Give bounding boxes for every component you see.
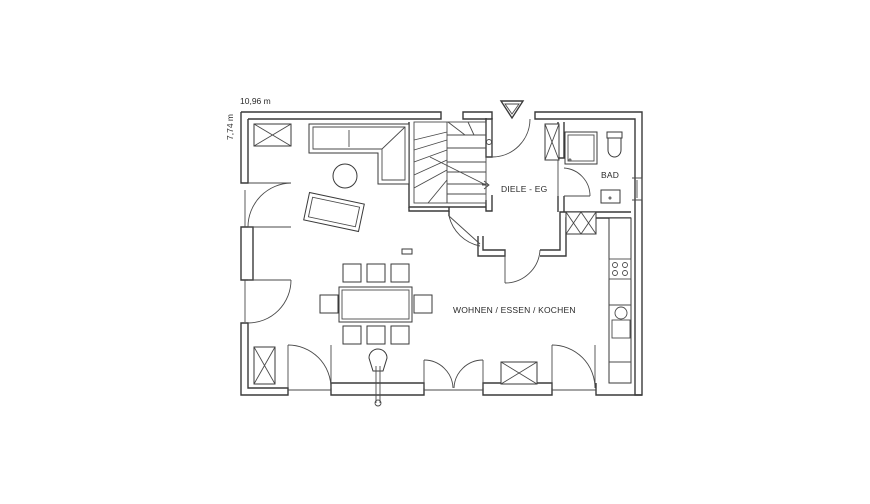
room-label-bad: BAD bbox=[601, 170, 619, 180]
shaft-bottom-center bbox=[500, 361, 538, 385]
dimension-depth: 7,74 m bbox=[225, 114, 235, 140]
shaft-bad bbox=[544, 123, 560, 161]
l-sofa bbox=[308, 123, 410, 185]
kitchen-counter bbox=[565, 211, 632, 384]
cooktop-icon bbox=[608, 258, 632, 280]
room-label-wohnen: WOHNEN / ESSEN / KOCHEN bbox=[453, 305, 576, 315]
shaft-bottom-left bbox=[253, 346, 276, 385]
round-table bbox=[332, 163, 358, 189]
entrance-arrow-icon bbox=[499, 100, 525, 120]
stove-icon bbox=[368, 348, 388, 407]
staircase bbox=[413, 121, 492, 204]
dimension-width: 10,96 m bbox=[240, 96, 271, 106]
furniture bbox=[253, 123, 632, 407]
shower-icon bbox=[564, 131, 598, 165]
armchair bbox=[303, 191, 365, 233]
toilet-icon bbox=[606, 131, 623, 158]
small-box bbox=[401, 248, 413, 255]
room-label-diele: DIELE - EG bbox=[501, 184, 547, 194]
dining-set bbox=[319, 263, 433, 345]
shaft-top-left bbox=[253, 123, 292, 147]
doors bbox=[247, 118, 596, 389]
sink-icon bbox=[614, 306, 628, 320]
washbasin-icon bbox=[600, 189, 621, 204]
